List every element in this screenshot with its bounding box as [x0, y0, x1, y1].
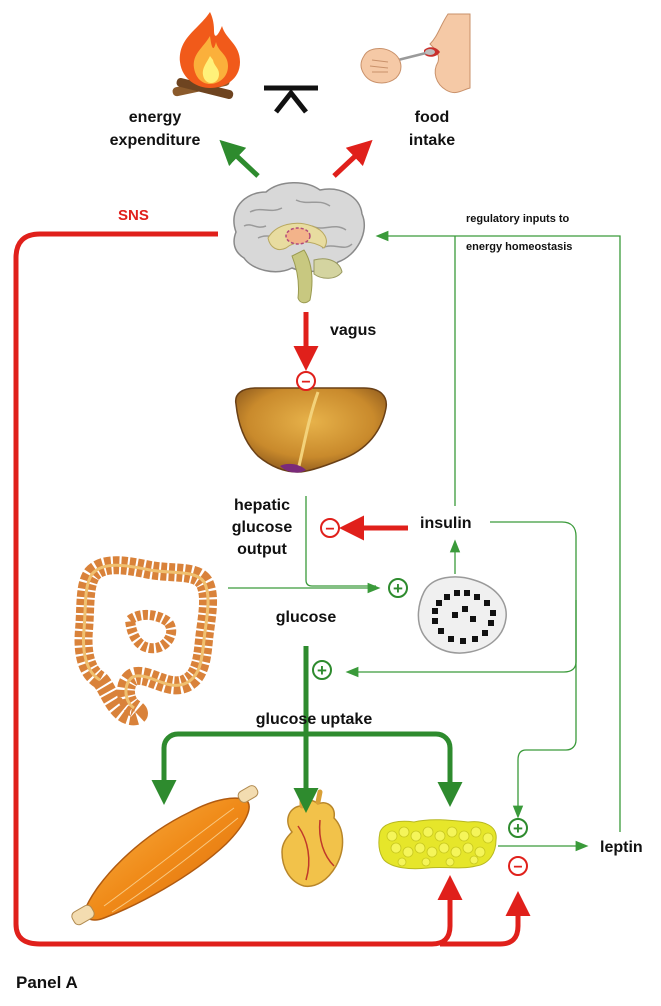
glucose-uptake-bracket	[161, 731, 463, 807]
hepatic-label-line1: hepatic	[234, 497, 290, 514]
minus-symbol: −	[513, 859, 522, 876]
food-intake-label-line2: intake	[409, 132, 455, 149]
minus-symbol: −	[301, 374, 310, 391]
sns-label: SNS	[118, 207, 149, 224]
plus-symbol: +	[317, 661, 327, 680]
hepatic-output-line	[305, 496, 376, 587]
vagus-label: vagus	[330, 322, 376, 339]
brain-to-energy-expenditure-arrow	[219, 139, 260, 178]
insulin-label: insulin	[420, 515, 472, 532]
plus-sign-islet: +	[388, 578, 408, 598]
minus-sign-vagus: −	[296, 371, 316, 391]
plus-symbol: +	[513, 819, 523, 838]
pancreatic-islet-icon	[417, 576, 507, 654]
hepatic-label-line3: output	[237, 541, 287, 558]
minus-sign-hepatic: −	[320, 518, 340, 538]
regulatory-inputs-label-line1: regulatory inputs to	[466, 213, 570, 225]
insulin-right-line	[345, 521, 577, 678]
regulatory-inputs-label-line2: energy homeostasis	[466, 241, 572, 253]
food-intake-label-line1: food	[415, 109, 450, 126]
plus-sign-glucose-uptake: +	[312, 660, 332, 680]
eating-person-icon	[360, 13, 471, 94]
adipose-tissue-icon	[378, 819, 497, 870]
panel-label: Panel A	[16, 973, 78, 992]
brain-to-food-intake-arrow	[332, 139, 373, 178]
campfire-icon	[172, 12, 240, 100]
sns-loop-arrow	[13, 231, 463, 947]
leptin-feedback-line	[375, 230, 621, 832]
energy-expenditure-label-line2: expenditure	[110, 132, 201, 149]
energy-expenditure-label-line1: energy	[129, 109, 182, 126]
leptin-label: leptin	[600, 839, 643, 856]
brain-icon	[233, 182, 366, 304]
minus-sign-adipose: −	[508, 856, 528, 876]
balance-icon	[264, 85, 318, 114]
insulin-to-adipose-line	[512, 600, 577, 819]
minus-symbol: −	[325, 521, 334, 538]
glucose-uptake-label: glucose uptake	[256, 711, 373, 728]
sns-to-adipose-arrow	[440, 891, 531, 947]
liver-icon	[234, 387, 388, 473]
hepatic-label-line2: glucose	[232, 519, 293, 536]
plus-sign-adipose: +	[508, 818, 528, 838]
glucose-label: glucose	[276, 609, 337, 626]
plus-symbol: +	[393, 579, 403, 598]
intestine-icon	[74, 556, 218, 726]
heart-icon	[281, 789, 344, 888]
muscle-icon	[71, 785, 259, 926]
